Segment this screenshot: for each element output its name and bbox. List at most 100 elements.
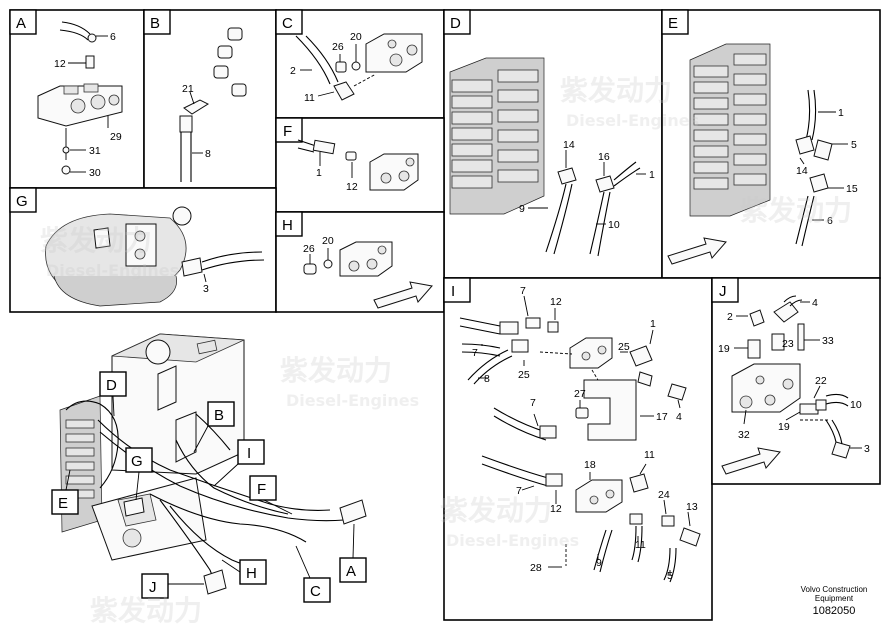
- view-arrow: [667, 237, 727, 265]
- overview-label-i: I: [247, 445, 251, 462]
- callout: 24: [658, 489, 670, 501]
- overview-label-h: H: [246, 565, 257, 582]
- callout: 29: [110, 131, 122, 143]
- watermark-cn: 紫发动力: [440, 494, 552, 527]
- view-arrow: [721, 447, 781, 475]
- callout: 27: [574, 388, 586, 400]
- overview-label-b: B: [214, 407, 224, 424]
- panel-f: F 1 12: [275, 117, 445, 213]
- callout: 11: [304, 92, 315, 104]
- watermark-cn: 紫发动力: [280, 354, 392, 387]
- panel-b-letter: B: [150, 15, 160, 32]
- watermark-cn: 紫发动力: [560, 74, 672, 107]
- overview-label-g: G: [131, 453, 143, 470]
- callout: 7: [520, 285, 526, 297]
- callout: 2: [290, 65, 296, 77]
- callout: 28: [530, 562, 542, 574]
- callout: 12: [550, 296, 562, 308]
- callout: 10: [608, 219, 620, 231]
- overview-label-e: E: [58, 495, 68, 512]
- watermark-en: Diesel-Engines: [566, 111, 699, 130]
- callout: 8: [484, 373, 490, 385]
- panel-h: H 26 20: [275, 211, 445, 313]
- callout: 3: [203, 283, 209, 295]
- callout: 12: [346, 181, 358, 193]
- callout: 3: [864, 443, 870, 455]
- overview-label-c: C: [310, 583, 321, 600]
- machine-overview: D B G I F E H C A J: [51, 333, 367, 603]
- callout: 26: [303, 243, 315, 255]
- callout: 20: [350, 31, 362, 43]
- callout: 14: [796, 165, 808, 177]
- panel-d: D 14 16 1 9 10: [443, 9, 663, 279]
- panel-e-letter: E: [668, 15, 678, 32]
- callout: 8: [205, 148, 211, 160]
- callout: 4: [812, 297, 818, 309]
- callout: 2: [727, 311, 733, 323]
- callout: 4: [676, 411, 682, 423]
- panel-a: A 6 12 29 31 30: [9, 9, 145, 189]
- callout: 11: [635, 539, 646, 551]
- callout: 6: [827, 215, 833, 227]
- callout: 5: [851, 139, 857, 151]
- callout: 17: [656, 411, 668, 423]
- panel-g-letter: G: [16, 193, 28, 210]
- panel-j-letter: J: [719, 283, 727, 300]
- callout: 1: [838, 107, 844, 119]
- callout: 32: [738, 429, 750, 441]
- callout: 19: [718, 343, 730, 355]
- panel-d-letter: D: [450, 15, 461, 32]
- callout: 6: [110, 31, 116, 43]
- watermark-cn: 紫发动力: [740, 194, 852, 227]
- panel-j: J 2 4 19 23 33 22 10 32 19 3: [711, 277, 881, 485]
- panel-g: G 3: [9, 187, 277, 313]
- overview-label-d: D: [106, 377, 117, 394]
- footer-line-1: Volvo Construction: [801, 585, 868, 594]
- callout: 1: [650, 318, 656, 330]
- callout: 18: [584, 459, 596, 471]
- callout: 7: [530, 397, 536, 409]
- callout: 9: [519, 203, 525, 215]
- callout: 19: [778, 421, 790, 433]
- callout: 25: [518, 369, 530, 381]
- callout: 14: [563, 139, 575, 151]
- panel-c: C 26 20 2 11: [275, 9, 445, 119]
- panel-i-letter: I: [451, 283, 455, 300]
- document-number: 1082050: [813, 605, 856, 617]
- callout: 7: [516, 485, 522, 497]
- watermark-en: Diesel-Engines: [286, 391, 419, 410]
- callout: 25: [618, 341, 630, 353]
- callout: 11: [644, 449, 655, 461]
- callout: 1: [316, 167, 322, 179]
- callout: 16: [598, 151, 610, 163]
- callout: 20: [322, 235, 334, 247]
- overview-label-a: A: [346, 563, 356, 580]
- view-arrow: [373, 281, 433, 309]
- callout: 30: [89, 167, 101, 179]
- panel-c-letter: C: [282, 15, 293, 32]
- callout-labels: D B G I F E H C A J: [51, 371, 367, 603]
- overview-label-f: F: [257, 481, 266, 498]
- watermark-cn: 紫发动力: [40, 224, 152, 257]
- watermark-en: Diesel-Engines: [446, 531, 579, 550]
- callout: 5: [667, 570, 673, 582]
- panel-a-letter: A: [16, 15, 26, 32]
- control-valve-block: [689, 43, 771, 217]
- callout: 15: [846, 183, 858, 195]
- callout: 9: [596, 557, 602, 569]
- callout: 33: [822, 335, 834, 347]
- callout: 23: [782, 338, 794, 350]
- callout: 1: [649, 169, 655, 181]
- callout: 21: [182, 83, 194, 95]
- callout: 22: [815, 375, 827, 387]
- callout: 12: [54, 58, 66, 70]
- callout: 12: [550, 503, 562, 515]
- watermark-cn: 紫发动力: [90, 594, 202, 627]
- watermark: 紫发动力 Diesel-Engines 紫发动力 Diesel-Engines …: [40, 74, 852, 627]
- watermark-en: Diesel-Engines: [46, 261, 179, 280]
- callout: 13: [686, 501, 698, 513]
- control-valve-block: [449, 57, 545, 215]
- panel-b: B 21 8: [143, 9, 277, 189]
- panel-e: E 1 5 14 15: [661, 9, 881, 279]
